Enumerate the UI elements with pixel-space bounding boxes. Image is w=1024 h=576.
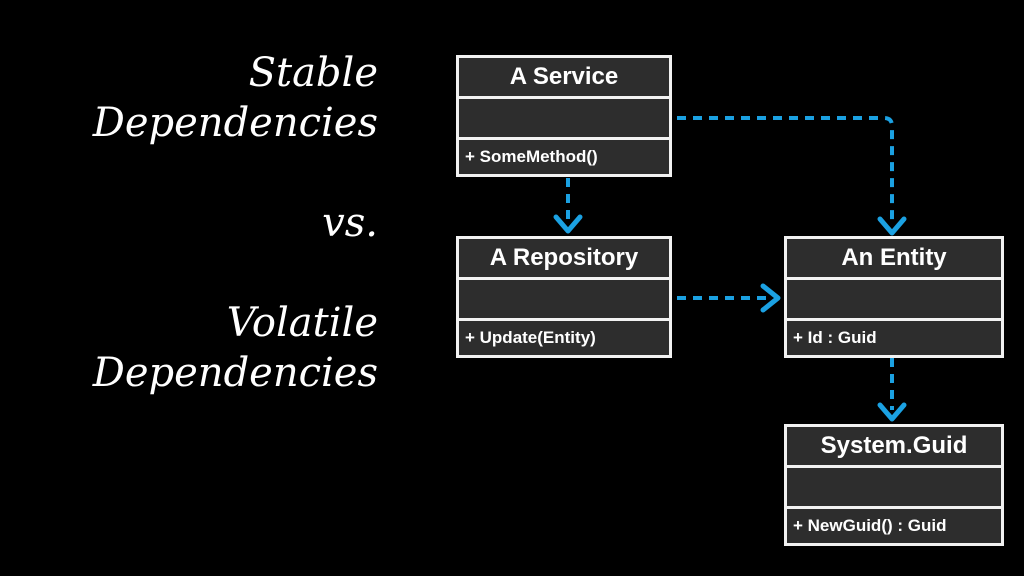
class-attributes xyxy=(787,465,1001,506)
arrow-service-to-entity xyxy=(677,116,894,224)
class-method: + NewGuid() : Guid xyxy=(787,506,1001,543)
class-box-service: A Service + SomeMethod() xyxy=(456,55,672,177)
arrowhead-entity-top xyxy=(877,216,907,236)
slide-title: Stable Dependencies vs. Volatile Depende… xyxy=(38,48,378,398)
arrowhead-entity-left xyxy=(760,283,781,313)
class-name: A Service xyxy=(459,58,669,96)
class-box-repository: A Repository + Update(Entity) xyxy=(456,236,672,358)
arrowhead-guid xyxy=(877,402,907,422)
arrowhead-repository xyxy=(553,214,583,234)
class-name: An Entity xyxy=(787,239,1001,277)
class-name: System.Guid xyxy=(787,427,1001,465)
class-attributes xyxy=(459,277,669,318)
class-box-system-guid: System.Guid + NewGuid() : Guid xyxy=(784,424,1004,546)
class-method: + SomeMethod() xyxy=(459,137,669,174)
title-line-vs: vs. xyxy=(322,200,378,246)
class-name: A Repository xyxy=(459,239,669,277)
class-attributes xyxy=(787,277,1001,318)
class-method: + Id : Guid xyxy=(787,318,1001,355)
title-line-dependencies: Dependencies xyxy=(92,100,378,146)
title-line-volatile: Volatile xyxy=(226,300,378,346)
class-attributes xyxy=(459,96,669,137)
class-method: + Update(Entity) xyxy=(459,318,669,355)
class-box-entity: An Entity + Id : Guid xyxy=(784,236,1004,358)
title-line-dependencies-2: Dependencies xyxy=(92,350,378,396)
title-line-stable: Stable xyxy=(248,50,378,96)
